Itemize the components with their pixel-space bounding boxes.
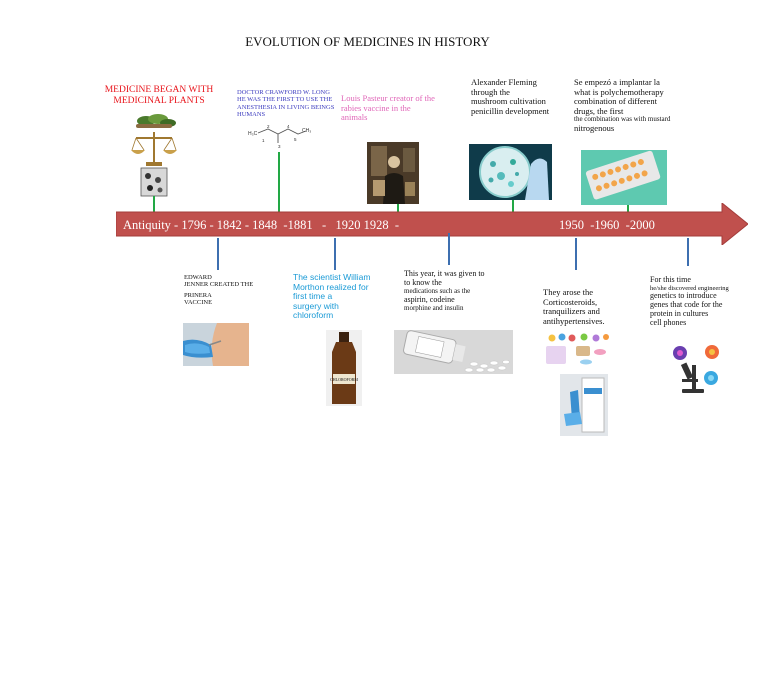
connector-line	[217, 238, 219, 270]
timeline-arrow	[116, 203, 748, 245]
scale-icon	[131, 132, 177, 166]
herb-leaves-icon	[136, 114, 176, 128]
inhaler-image	[560, 374, 608, 436]
vaccine-injection-image	[183, 323, 249, 366]
bottle-label: CHLOROFORM	[330, 377, 358, 382]
petri-dish-image	[469, 144, 552, 200]
microscope-cells-image	[673, 345, 719, 393]
microscope-icon	[680, 362, 704, 393]
molecule-label: H₃C	[248, 131, 258, 137]
connector-line	[512, 200, 514, 212]
connector-line	[627, 205, 629, 213]
svg-text:3: 3	[278, 144, 281, 148]
svg-text:5: 5	[294, 137, 297, 142]
assorted-pills-image	[546, 333, 609, 365]
timeline-years-left: Antiquity - 1796 - 1842 - 1848 -1881 - 1…	[123, 218, 400, 232]
mortar-icon	[140, 167, 168, 197]
connector-line	[687, 238, 689, 266]
pills-blister-image	[581, 150, 667, 205]
connector-line	[397, 204, 399, 212]
timeline-years-right: 1950 -1960 -2000	[559, 218, 655, 232]
page-title: EVOLUTION OF MEDICINES IN HISTORY	[245, 34, 490, 49]
medicinal-plants-image	[131, 114, 177, 197]
pasteur-portrait-image	[367, 142, 419, 204]
svg-text:CH₃: CH₃	[302, 128, 311, 134]
connector-line	[448, 233, 450, 265]
connector-line	[153, 196, 155, 212]
connector-line	[575, 238, 577, 270]
medicine-bottle-pills-image	[394, 330, 513, 374]
chloroform-bottle-image: CHLOROFORM	[326, 330, 362, 406]
svg-text:2: 2	[267, 124, 270, 129]
connector-line	[278, 152, 280, 212]
svg-text:4: 4	[287, 124, 290, 129]
molecule-diagram: H₃C 1 2 3 4 5 CH₃	[248, 124, 311, 148]
connector-line	[334, 238, 336, 270]
svg-text:1: 1	[262, 138, 265, 143]
